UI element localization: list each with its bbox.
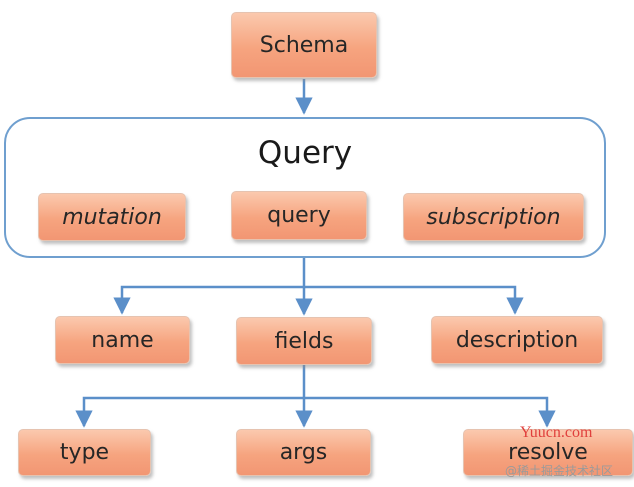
query-container-title: Query [257, 135, 353, 171]
subscription-node: subscription [403, 193, 584, 241]
resolve-node: resolve [463, 429, 633, 476]
arrow-to-description [304, 285, 524, 315]
mutation-node: mutation [38, 193, 186, 241]
watermark-site: Yuucn.com [520, 424, 593, 441]
arrow-to-name [113, 285, 304, 315]
name-node: name [55, 316, 190, 364]
arrow-to-resolve [304, 396, 556, 428]
args-node: args [236, 429, 371, 476]
description-node: description [431, 316, 603, 364]
query-node: query [231, 191, 367, 240]
arrow-to-type [75, 396, 304, 428]
watermark-credit: @稀土掘金技术社区 [505, 464, 614, 478]
fields-node: fields [236, 317, 372, 365]
schema-node: Schema [231, 12, 377, 78]
type-node: type [18, 429, 151, 476]
